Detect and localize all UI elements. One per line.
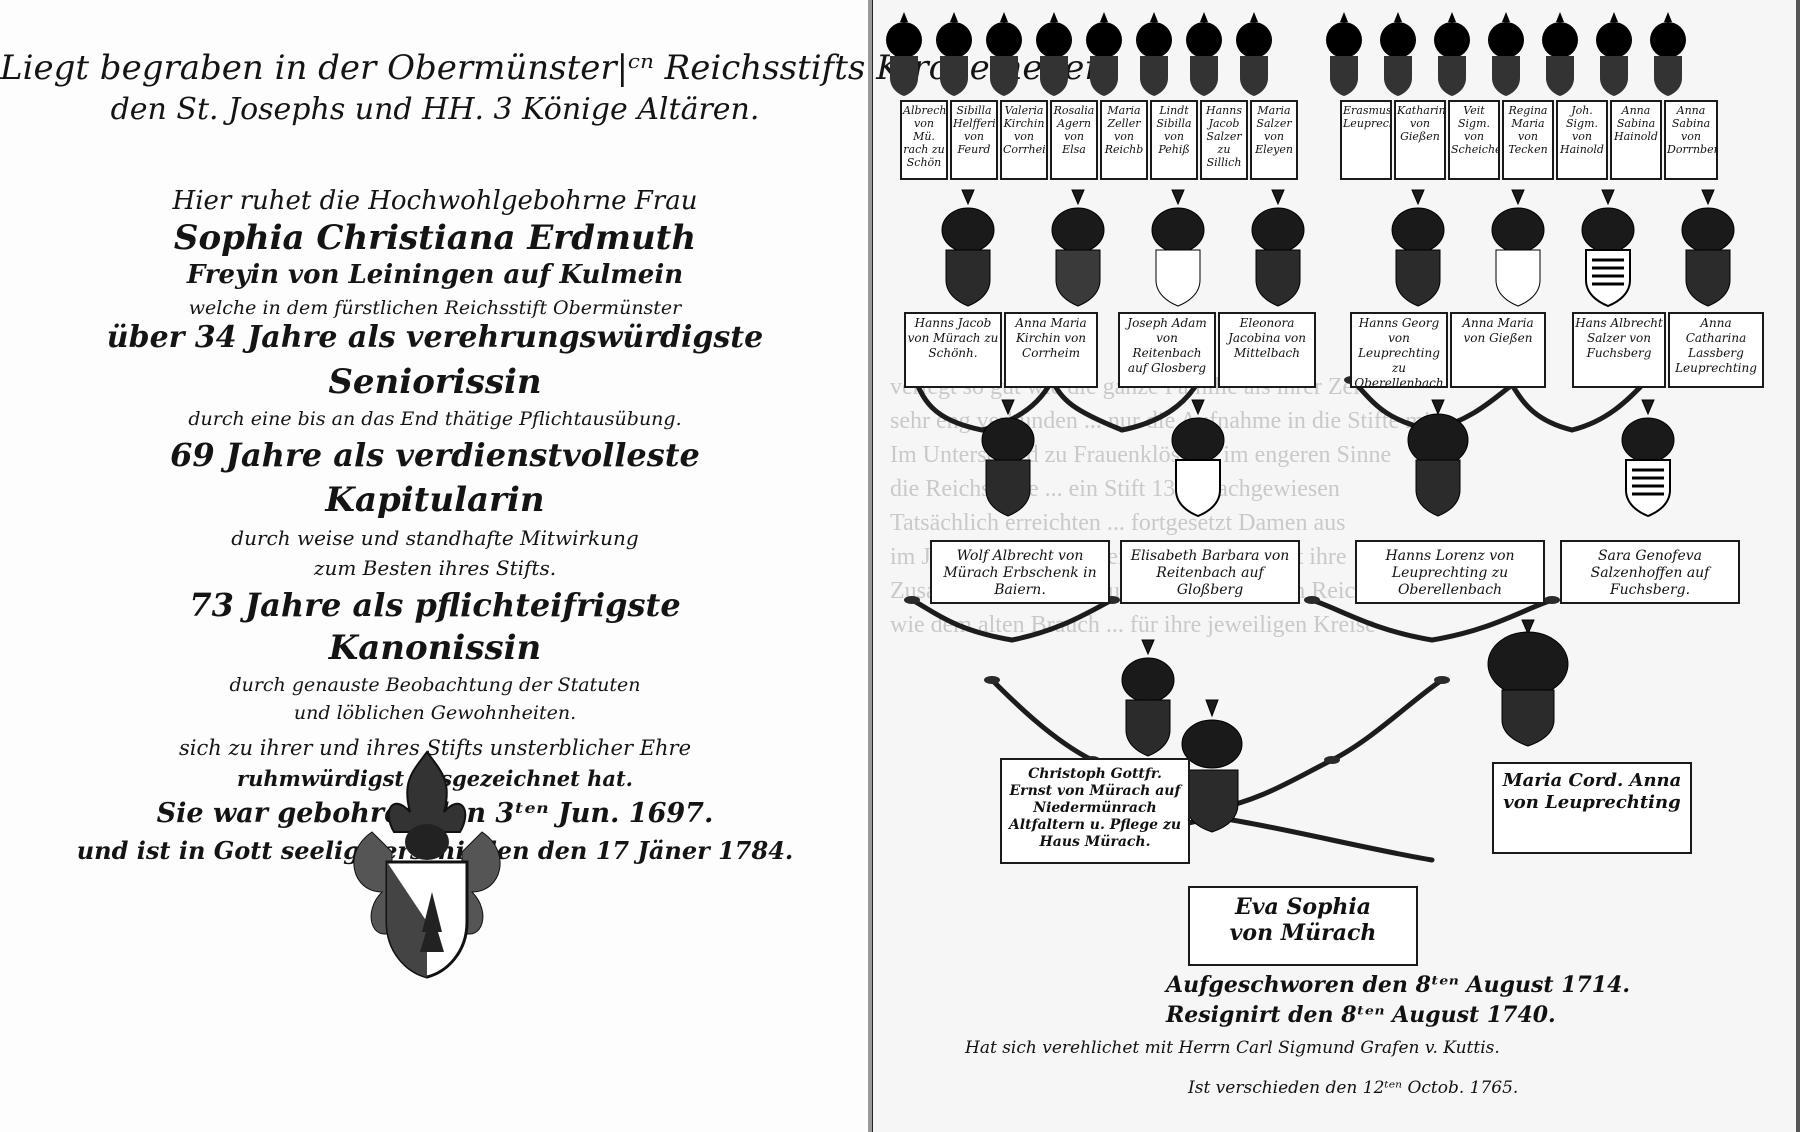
grandparent-box: Anna Maria Kirchin von Corrheim — [1004, 312, 1098, 388]
epitaph-intro: Hier ruhet die Hochwohlgebohrne Frau — [172, 186, 698, 216]
deceased-title: Freyin von Leiningen auf Kulmein — [186, 260, 684, 290]
grandparent-box: Hanns Jacob von Mürach zu Schönh. — [904, 312, 1002, 388]
grandparent-box: Anna Maria von Gießen — [1450, 312, 1546, 388]
subject-family: von Mürach — [1229, 920, 1377, 946]
crest-icon — [1326, 12, 1362, 96]
epitaph-line: zum Besten ihres Stifts. — [313, 556, 557, 580]
mother-banner: Maria Cord. Anna von Leuprechting — [1492, 762, 1692, 854]
ancestor-box: Veit Sigm. von Scheichenheim — [1448, 100, 1500, 180]
epitaph-line: durch weise und standhafte Mitwirkung — [231, 526, 639, 550]
parent-banner: Sara Genofeva Salzenhoffen auf Fuchsberg… — [1560, 540, 1740, 604]
epitaph-line: 69 Jahre als verdienstvolleste — [170, 436, 700, 474]
deceased-name: Sophia Christiana Erdmuth — [173, 218, 697, 258]
ancestor-box: Valeria Kirchin von Corrheim — [1000, 100, 1048, 180]
sworn-date: Aufgeschworen den 8ᵗᵉⁿ August 1714. — [1166, 972, 1631, 998]
grandparent-box: Eleonora Jacobina von Mittelbach — [1218, 312, 1316, 388]
epitaph-line: 73 Jahre als pflichteifrigste — [189, 586, 681, 624]
ancestor-box: Hanns Jacob Salzer zu Sillich — [1200, 100, 1248, 180]
resigned-date: Resignirt den 8ᵗᵉⁿ August 1740. — [1166, 1002, 1556, 1028]
parent-banner: Hanns Lorenz von Leuprechting zu Oberell… — [1355, 540, 1545, 604]
crest-icon — [936, 12, 972, 96]
crest-icon — [1136, 12, 1172, 96]
crest-icon — [986, 12, 1022, 96]
ancestor-box: Erasmus Leuprechting — [1340, 100, 1392, 180]
father-banner: Christoph Gottfr. Ernst von Mürach auf N… — [1000, 758, 1190, 864]
crest-icon — [1380, 12, 1416, 96]
ancestor-box: Anna Sabina von Dorrnberg — [1664, 100, 1718, 180]
crest-icon — [1488, 12, 1524, 96]
subject-banner: Eva Sophia von Mürach — [1188, 886, 1418, 966]
ancestor-box: Albrecht von Mü. rach zu Schön — [900, 100, 948, 180]
crest-icon — [1086, 12, 1122, 96]
ghost-line: Im Unterschied zu Frauenklöstern im enge… — [890, 442, 1392, 468]
epitaph-line: sich zu ihrer und ihres Stifts unsterbli… — [178, 736, 692, 760]
ancestor-box: Katharina von Gießen — [1394, 100, 1446, 180]
ancestor-box: Joh. Sigm. von Hainold — [1556, 100, 1608, 180]
grandparent-box: Hanns Georg von Leuprechting zu Oberelle… — [1350, 312, 1448, 388]
crest-icon — [1596, 12, 1632, 96]
crest-icon — [1650, 12, 1686, 96]
ancestor-box: Sibilla Helfferi von Feurd — [950, 100, 998, 180]
ancestor-box: Regina Maria von Tecken — [1502, 100, 1554, 180]
crest-icon — [886, 12, 922, 96]
crest-icon — [1434, 12, 1470, 96]
ghost-line: wie dem alten Brauch ... für ihre jeweil… — [890, 612, 1376, 638]
crest-icon — [1036, 12, 1072, 96]
epitaph-line: durch genauste Beobachtung der Statuten — [229, 674, 641, 696]
ghost-line: die Reichsstifte ... ein Stift 1300 nach… — [890, 476, 1340, 502]
grandparent-box: Joseph Adam von Reitenbach auf Glosberg — [1118, 312, 1216, 388]
ghost-line: Tatsächlich erreichten ... fortgesetzt D… — [890, 510, 1346, 536]
crest-row-top — [886, 12, 1686, 96]
ancestor-box: Maria Salzer von Eleyen — [1250, 100, 1298, 180]
rank-kapitularin: Kapitularin — [325, 480, 545, 520]
marriage-note: Hat sich verehlichet mit Herrn Carl Sigm… — [965, 1038, 1500, 1058]
epitaph-line: über 34 Jahre als verehrungswürdigste — [106, 320, 764, 355]
coat-of-arms-icon — [353, 750, 501, 979]
crest-icon — [1236, 12, 1272, 96]
ancestor-box: Rosalia Agern von Elsa — [1050, 100, 1098, 180]
burial-line-2: den St. Josephs und HH. 3 Könige Altären… — [110, 92, 760, 127]
epitaph-line: durch eine bis an das End thätige Pflich… — [188, 408, 682, 430]
rank-kanonissin: Kanonissin — [328, 628, 542, 668]
parent-banner: Wolf Albrecht von Mürach Erbschenk in Ba… — [930, 540, 1110, 604]
epitaph-line: welche in dem fürstlichen Reichsstift Ob… — [188, 297, 682, 319]
epitaph-line: und löblichen Gewohnheiten. — [293, 702, 577, 724]
death-note: Ist verschieden den 12ᵗᵉⁿ Octob. 1765. — [1188, 1078, 1519, 1098]
burial-line-1: Liegt begraben in der Obermünster|ᶜⁿ Rei… — [0, 48, 1107, 88]
book-spine — [868, 0, 872, 1132]
rank-seniorissin: Seniorissin — [328, 362, 542, 402]
ancestor-box: Lindt Sibilla von Pehiß — [1150, 100, 1198, 180]
ancestor-box: Maria Zeller von Reichb — [1100, 100, 1148, 180]
grandparent-box: Hans Albrecht Salzer von Fuchsberg — [1572, 312, 1666, 388]
crest-icon — [1186, 12, 1222, 96]
parent-banner: Elisabeth Barbara von Reitenbach auf Glo… — [1120, 540, 1300, 604]
subject-name: Eva Sophia — [1234, 894, 1372, 920]
page-edge — [1796, 0, 1800, 1132]
grandparent-box: Anna Catharina Lassberg Leuprechting — [1668, 312, 1764, 388]
ancestor-box: Anna Sabina Hainold — [1610, 100, 1662, 180]
crest-icon — [1542, 12, 1578, 96]
